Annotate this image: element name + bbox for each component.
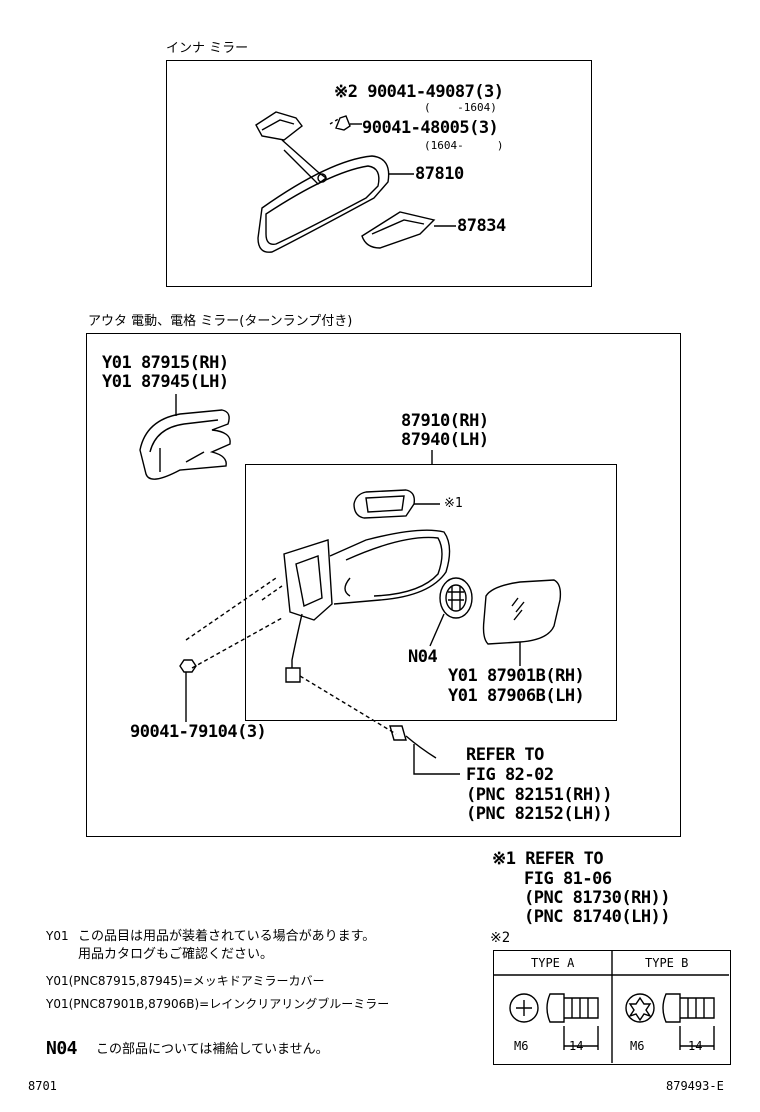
actuator-drawing[interactable] <box>439 577 473 619</box>
inner-mirror-drawing[interactable] <box>255 111 390 253</box>
legend-n04-text: この部品については補給していません。 <box>96 1042 329 1057</box>
footer-right: 879493-E <box>666 1079 724 1093</box>
footer-left: 8701 <box>28 1079 57 1093</box>
type-a-screw-drawing <box>509 993 599 1050</box>
part-90041-48005-date: (1604- ) <box>424 139 504 152</box>
part-87901b[interactable]: Y01 87901B(RH) <box>448 666 585 686</box>
outer-mirror-title: アウタ 電動、電格 ミラー(ターンランプ付き) <box>88 314 353 329</box>
part-87945[interactable]: Y01 87945(LH) <box>102 372 229 392</box>
part-90041-49087[interactable]: ※2 90041-49087(3) <box>334 82 504 102</box>
type-a-header: TYPE A <box>531 956 575 970</box>
note2-mark: ※2 <box>490 930 511 946</box>
legend-y01-text2: 用品カタログもご確認ください。 <box>78 947 274 962</box>
ref-pnc-82152[interactable]: (PNC 82152(LH)) <box>466 804 613 824</box>
part-87810[interactable]: 87810 <box>415 164 464 184</box>
part-87915[interactable]: Y01 87915(RH) <box>102 353 229 373</box>
inner-mirror-title: インナ ミラー <box>166 41 249 56</box>
mirror-cover-drawing[interactable] <box>139 409 231 480</box>
type-b-screw-drawing <box>625 993 715 1050</box>
legend-line2: Y01(PNC87915,87945)=メッキドアミラーカバー <box>46 974 325 988</box>
type-b-header: TYPE B <box>645 956 689 970</box>
type-a-m6: M6 <box>514 1039 529 1053</box>
part-87906b[interactable]: Y01 87906B(LH) <box>448 686 585 706</box>
body-connector-icon[interactable] <box>389 725 407 741</box>
inner-screw-icon[interactable] <box>335 115 351 131</box>
note1-line1: ※1 REFER TO <box>492 849 604 869</box>
part-87940[interactable]: 87940(LH) <box>401 430 489 450</box>
part-n04[interactable]: N04 <box>408 647 438 667</box>
legend-y01-code: Y01 <box>46 929 69 943</box>
mirror-glass-drawing[interactable] <box>482 579 562 645</box>
part-90041-79104[interactable]: 90041-79104(3) <box>130 722 267 742</box>
nut-icon[interactable] <box>179 659 197 673</box>
outer-mirror-assy-box <box>245 464 617 721</box>
legend-line3: Y01(PNC87901B,87906B)=レインクリアリングブルーミラー <box>46 997 390 1011</box>
note1-pnc-81740[interactable]: (PNC 81740(LH)) <box>524 907 671 927</box>
ref-label-1: REFER TO <box>466 745 544 765</box>
outer-mirror-box <box>86 333 681 837</box>
part-87834[interactable]: 87834 <box>457 216 506 236</box>
ref-fig-82-02[interactable]: FIG 82-02 <box>466 765 554 785</box>
part-90041-49087-date: ( -1604) <box>424 101 497 114</box>
note1-fig-81-06[interactable]: FIG 81-06 <box>524 869 612 889</box>
part-90041-48005[interactable]: 90041-48005(3) <box>362 118 499 138</box>
turn-lamp-drawing[interactable] <box>353 489 416 519</box>
lamp-ref-mark: ※1 <box>444 496 463 511</box>
note1-pnc-81730[interactable]: (PNC 81730(RH)) <box>524 888 671 908</box>
inner-mirror-box <box>166 60 592 287</box>
ref-pnc-82151[interactable]: (PNC 82151(RH)) <box>466 785 613 805</box>
part-87910[interactable]: 87910(RH) <box>401 411 489 431</box>
legend-n04-code: N04 <box>46 1038 78 1059</box>
legend-y01-text1: この品目は用品が装着されている場合があります。 <box>78 929 376 944</box>
inner-mirror-cover-drawing[interactable] <box>361 211 436 249</box>
type-b-m6: M6 <box>630 1039 645 1053</box>
mirror-body-drawing[interactable] <box>283 529 451 621</box>
harness-connector-icon[interactable] <box>285 667 301 683</box>
